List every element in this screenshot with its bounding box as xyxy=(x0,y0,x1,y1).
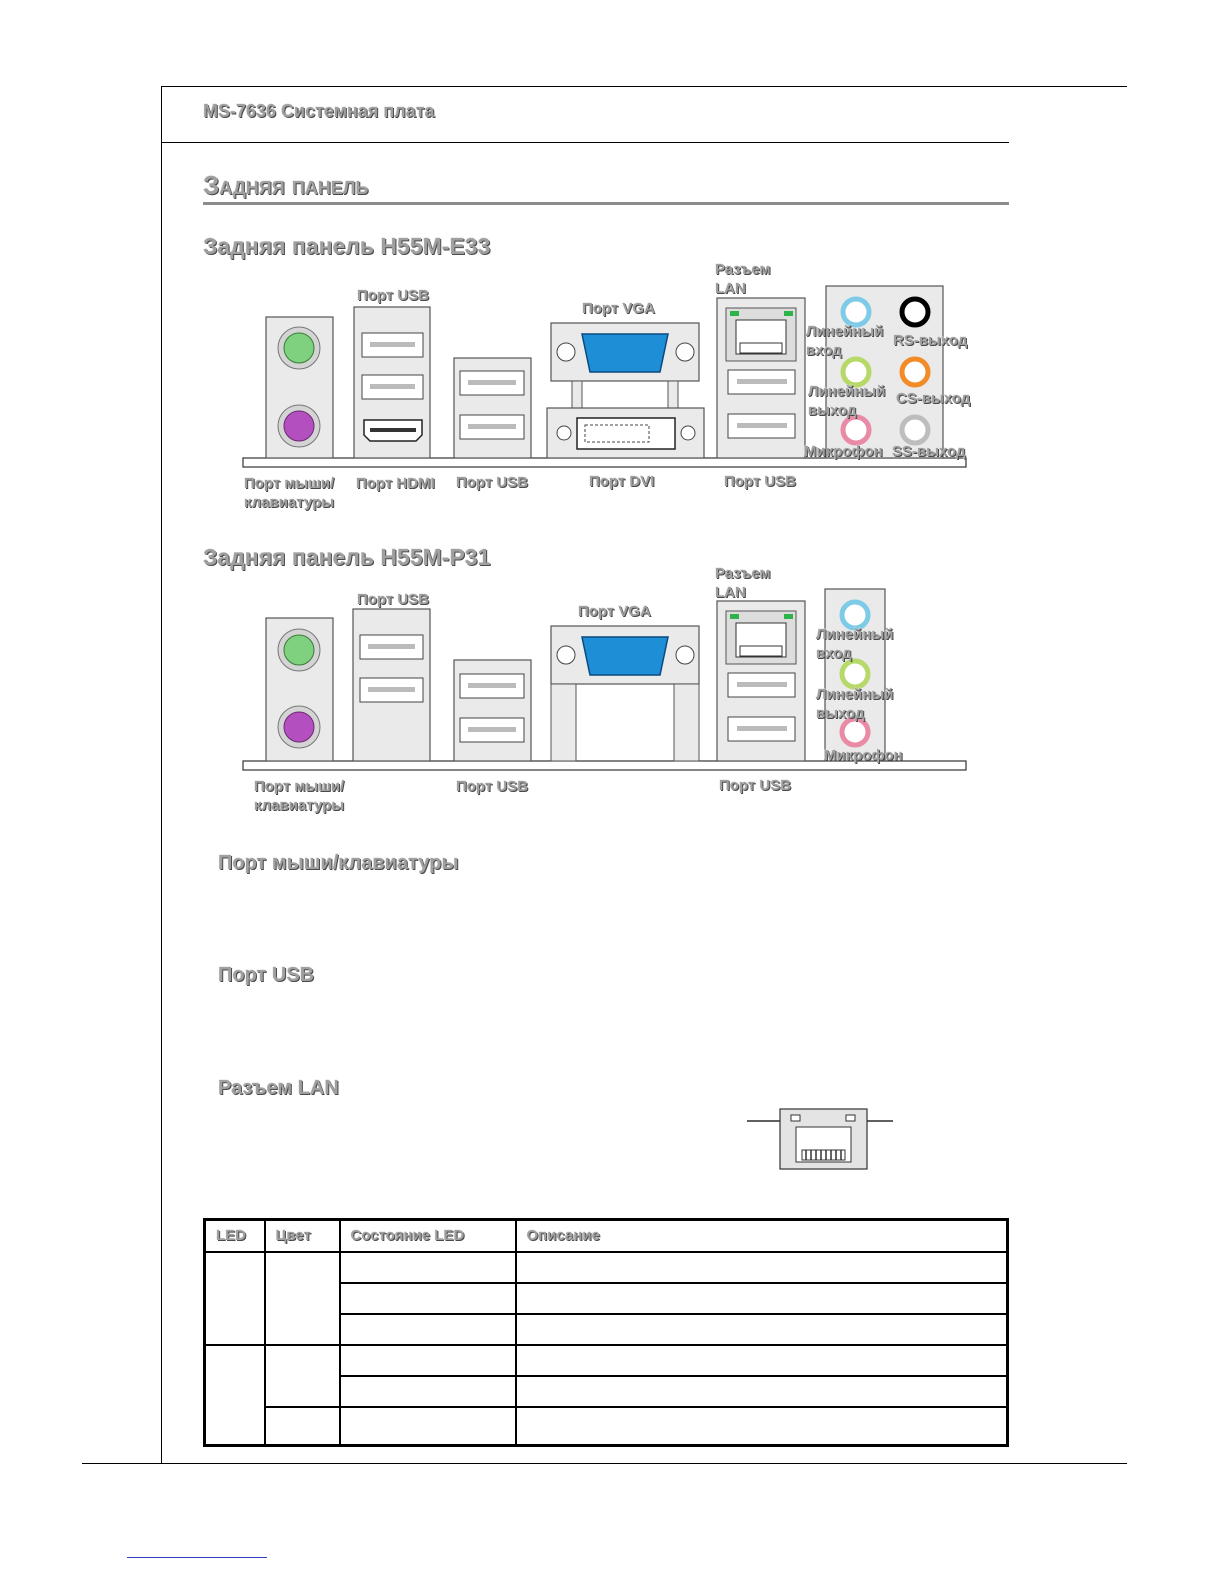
table-cell xyxy=(338,1312,517,1346)
line-in-jack-icon xyxy=(840,296,872,328)
table-row xyxy=(205,1405,1009,1447)
top-rule xyxy=(161,86,1127,87)
lan-led-left-icon xyxy=(790,1114,801,1122)
dvi-port-icon xyxy=(576,417,676,450)
p31-label-vga: Порт VGA xyxy=(578,603,651,620)
table-cell xyxy=(514,1312,1009,1346)
table-row xyxy=(203,1250,1009,1346)
table-header-led: LED xyxy=(203,1218,266,1253)
p31-label-usb-lan: Порт USB xyxy=(719,777,792,794)
audio-block xyxy=(824,588,886,762)
usb-middle-block xyxy=(453,357,532,459)
p31-label-mouse-kbd: Порт мыши/ клавиатуры xyxy=(254,778,345,814)
table-cell xyxy=(514,1374,1009,1408)
e33-label-usb-mid: Порт USB xyxy=(456,474,529,491)
panel-e33-title: Задняя панель H55M-E33 xyxy=(203,233,491,259)
p31-label-line-in: Линейный вход xyxy=(816,626,894,662)
p31-label-usb-mid: Порт USB xyxy=(456,778,529,795)
ps2-port-block xyxy=(265,617,334,762)
ss-out-jack-icon xyxy=(899,414,931,446)
e33-label-line-in: Линейный вход xyxy=(806,323,884,359)
e33-label-mic: Микрофон xyxy=(804,443,883,460)
table-cell xyxy=(338,1374,517,1408)
p31-label-mic: Микрофон xyxy=(824,747,903,764)
header-rule xyxy=(161,142,1009,143)
e33-label-lan: Разъем LAN xyxy=(715,261,771,297)
lan-usb-block xyxy=(716,297,806,459)
p31-label-line-out: Линейный выход xyxy=(816,686,894,722)
table-cell xyxy=(338,1250,517,1284)
rear-panel-p31-diagram xyxy=(242,588,967,771)
ps2-mouse-icon xyxy=(283,634,315,666)
vga-dvi-block xyxy=(546,322,705,459)
table-row xyxy=(205,1281,1009,1315)
p31-label-usb-top: Порт USB xyxy=(357,591,430,608)
usb-hdmi-block xyxy=(353,306,431,459)
line-in-jack-icon xyxy=(839,599,871,631)
subsection-lan-title: Разъем LAN xyxy=(218,1077,339,1099)
section-title: Задняя панель xyxy=(203,170,369,200)
vga-port-icon xyxy=(581,636,669,676)
table-cell xyxy=(263,1343,341,1408)
line-out-jack-icon xyxy=(840,356,872,388)
subsection-mouse-title: Порт мыши/клавиатуры xyxy=(218,852,459,874)
table-cell xyxy=(514,1405,1009,1447)
header-title: MS-7636 Системная плата xyxy=(203,101,435,121)
table-cell xyxy=(514,1250,1009,1284)
table-header-color: Цвет xyxy=(263,1218,341,1253)
cs-out-jack-icon xyxy=(899,356,931,388)
ps2-port-block xyxy=(265,316,334,459)
e33-label-usb-lan: Порт USB xyxy=(724,473,797,490)
e33-label-mouse-kbd: Порт мыши/ клавиатуры xyxy=(244,475,335,511)
lan-jack-illustration xyxy=(747,1108,893,1170)
led-status-table: LED Цвет Состояние LED Описание xyxy=(203,1218,1009,1447)
bottom-rule xyxy=(82,1463,1127,1464)
table-cell xyxy=(203,1250,266,1346)
vga-block xyxy=(550,625,700,762)
table-cell xyxy=(338,1405,517,1447)
usb-top-block xyxy=(352,608,431,762)
e33-label-hdmi: Порт HDMI xyxy=(356,475,435,492)
e33-label-vga: Порт VGA xyxy=(582,300,655,317)
section-title-rule xyxy=(203,202,1009,205)
e33-label-usb-top: Порт USB xyxy=(357,287,430,304)
table-cell xyxy=(263,1250,341,1346)
rear-panel-e33-diagram xyxy=(242,285,967,468)
table-cell xyxy=(514,1281,1009,1315)
table-cell xyxy=(338,1343,517,1377)
table-cell xyxy=(514,1343,1009,1377)
audio-block xyxy=(825,285,944,459)
e33-label-dvi: Порт DVI xyxy=(589,473,655,490)
table-row xyxy=(203,1343,1009,1447)
table-row xyxy=(205,1312,1009,1346)
p31-label-lan: Разъем LAN xyxy=(715,565,771,601)
e33-label-rs-out: RS-выход xyxy=(893,332,968,349)
panel-p31-title: Задняя панель H55M-P31 xyxy=(203,544,491,570)
usb-middle-block xyxy=(453,659,532,762)
lan-usb-block xyxy=(716,600,806,762)
e33-label-line-out: Линейный выход xyxy=(808,383,886,419)
table-cell xyxy=(263,1405,341,1447)
line-out-jack-icon xyxy=(839,658,871,690)
e33-label-cs-out: CS-выход xyxy=(896,390,971,407)
e33-label-ss-out: SS-выход xyxy=(892,443,966,460)
subsection-usb-title: Порт USB xyxy=(218,964,315,986)
ps2-keyboard-icon xyxy=(283,410,315,442)
panel-base-plate xyxy=(242,760,967,771)
left-margin-line xyxy=(161,86,162,1464)
table-cell xyxy=(203,1343,266,1447)
footer-underline xyxy=(127,1557,267,1558)
table-header-description: Описание xyxy=(514,1218,1009,1253)
table-cell xyxy=(338,1281,517,1315)
mic-jack-icon xyxy=(840,414,872,446)
table-header-state: Состояние LED xyxy=(338,1218,517,1253)
table-header-row: LED Цвет Состояние LED Описание xyxy=(203,1218,1009,1253)
rs-out-jack-icon xyxy=(899,296,931,328)
table-row xyxy=(205,1374,1009,1408)
lan-led-right-icon xyxy=(845,1114,856,1122)
mic-jack-icon xyxy=(839,716,871,748)
ps2-keyboard-icon xyxy=(283,711,315,743)
ps2-mouse-icon xyxy=(283,332,315,364)
vga-port-icon xyxy=(581,333,669,373)
